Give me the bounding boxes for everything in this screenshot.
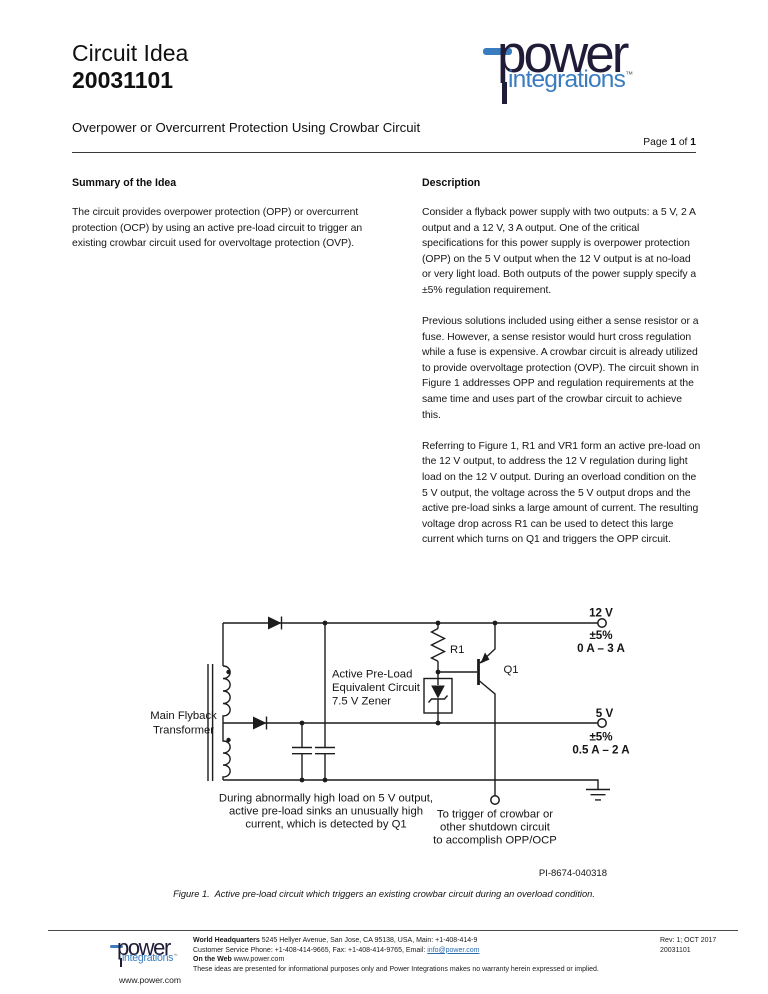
page-indicator: Page 1 of 1 (643, 137, 696, 148)
junction-dot (322, 620, 328, 626)
summary-paragraph: The circuit provides overpower protectio… (72, 207, 363, 250)
label-transformer-1: Main Flyback (150, 710, 217, 722)
footer-website: www.power.com (118, 975, 182, 985)
capacitor-12v-icon (315, 623, 335, 780)
description-paragraph-2: Previous solutions included using either… (422, 316, 699, 421)
label-5v: 5 V (596, 707, 614, 720)
figure-note-3: current, which is detected by Q1 (245, 819, 406, 831)
trigger-note-2: other shutdown circuit (440, 822, 551, 834)
terminals (490, 618, 607, 805)
footer-contact-block: World Headquarters 5245 Hellyer Avenue, … (193, 936, 645, 974)
zener-diode-icon (431, 685, 445, 699)
label-preload-3: 7.5 V Zener (332, 696, 391, 708)
transformer-winding-bottom (222, 723, 231, 780)
footer-doc-number: 20031101 (660, 946, 691, 954)
pi-drawing-number: PI-8674-040318 (539, 868, 607, 879)
footer-trademark-symbol: ™ (173, 953, 178, 958)
resistor-r1-icon (429, 627, 447, 662)
circuit-filled-symbols (226, 616, 498, 783)
doc-type-title: Circuit Idea (72, 40, 189, 66)
zener-cathode-bar (427, 695, 449, 703)
terminal-5v (597, 718, 607, 728)
polarity-dot (226, 737, 231, 743)
transformer-core (207, 664, 214, 781)
label-12v: 12 V (589, 607, 613, 620)
description-section: Description Consider a flyback power sup… (422, 177, 702, 563)
email-link[interactable]: info@power.com (427, 946, 480, 954)
figure-note-1: During abnormally high load on 5 V outpu… (219, 793, 433, 805)
header-divider (72, 152, 696, 153)
trademark-symbol: ™ (625, 70, 633, 79)
description-paragraph-3: Referring to Figure 1, R1 and VR1 form a… (422, 440, 701, 546)
junction-dot (435, 669, 441, 675)
footer-logo-block: power integrations™ www.power.com (92, 937, 208, 985)
junction-dot (435, 720, 441, 726)
footer-logo-stem-icon (119, 958, 122, 967)
document-title-block: Circuit Idea 20031101 (72, 40, 188, 94)
label-preload-1: Active Pre-Load (332, 669, 412, 681)
label-preload-2: Equivalent Circuit (332, 682, 421, 694)
preload-box (423, 677, 453, 714)
label-12v-range: 0 A – 3 A (577, 642, 625, 655)
junction-dot (322, 777, 328, 783)
revision-label: Rev: 1; OCT 2017 (660, 937, 717, 944)
transistor-q1-collector (479, 680, 496, 796)
diode-5v-icon (253, 716, 267, 730)
ground-icon (586, 788, 610, 801)
junction-dot (299, 777, 305, 783)
footer-logo-dash-icon (110, 945, 123, 949)
footer-revision-block: Rev: 1; OCT 2017 20031101 (660, 936, 716, 955)
summary-heading: Summary of the Idea (72, 177, 177, 189)
label-r1: R1 (450, 644, 464, 656)
transformer-winding-top (222, 665, 231, 723)
label-q1: Q1 (504, 664, 519, 676)
label-5v-range: 0.5 A – 2 A (572, 744, 630, 757)
diode-12v-icon (268, 616, 282, 630)
label-transformer-2: Transformer (153, 725, 214, 737)
power-integrations-logo: power integrations™ (483, 28, 695, 108)
diode-cathode-bars (265, 616, 283, 730)
circuit-diagram: 12 V ±5% 0 A – 3 A 5 V ±5% 0.5 A – 2 A R… (150, 607, 630, 880)
footer-line-headquarters: World Headquarters 5245 Hellyer Avenue, … (193, 937, 478, 944)
capacitor-5v-icon (292, 723, 312, 780)
logo-stem-icon (502, 82, 507, 104)
footer-power-integrations-logo: power integrations™ (110, 935, 190, 967)
footer-line-customer-service: Customer Service Phone: +1-408-414-9665,… (193, 946, 480, 954)
body-columns: Summary of the Idea The circuit provides… (72, 177, 702, 563)
footer-logo-word-integrations: integrations™ (122, 952, 178, 964)
label-5v-tolerance: ±5% (589, 731, 612, 744)
description-heading: Description (422, 177, 481, 189)
figure-caption: Figure 1. Active pre-load circuit which … (173, 889, 595, 899)
document-subtitle: Overpower or Overcurrent Protection Usin… (72, 120, 421, 135)
terminal-trigger (490, 795, 500, 805)
terminal-12v (597, 618, 607, 628)
trigger-note-3: to accomplish OPP/OCP (433, 835, 557, 847)
circuit-labels: 12 V ±5% 0 A – 3 A 5 V ±5% 0.5 A – 2 A R… (150, 607, 630, 880)
doc-number-title: 20031101 (72, 67, 174, 93)
junction-dot (299, 720, 305, 726)
footer-disclaimer: These ideas are presented for informatio… (193, 965, 599, 973)
circuit-wires (207, 616, 610, 801)
label-12v-tolerance: ±5% (589, 629, 612, 642)
junction-dot (435, 620, 441, 626)
footer-logo-word-power: power (117, 935, 171, 960)
polarity-dot (226, 669, 231, 675)
trigger-note-1: To trigger of crowbar or (437, 809, 553, 821)
figure-note-2: active pre-load sinks an unusually high (229, 806, 423, 818)
footer-line-web: On the Web www.power.com (193, 956, 285, 963)
description-paragraph-1: Consider a flyback power supply with two… (422, 207, 697, 296)
rail-ground (223, 779, 599, 789)
transistor-emitter-arrow (480, 652, 490, 664)
junction-dot (492, 620, 498, 626)
logo-dash-icon (483, 48, 512, 55)
footer-divider (48, 930, 738, 931)
logo-word-integrations: integrations™ (508, 66, 633, 93)
summary-section: Summary of the Idea The circuit provides… (72, 177, 391, 563)
logo-word-power: power (497, 25, 629, 84)
